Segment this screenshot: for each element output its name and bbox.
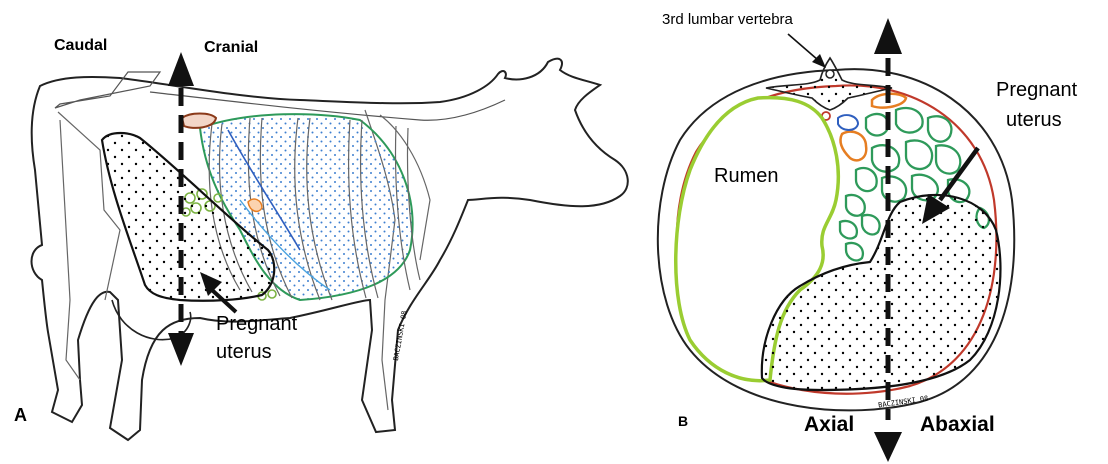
vertebra-pointer [788,34,818,60]
cross-section-panel [658,18,1014,462]
blue-structure [838,115,858,130]
ventral-arrowhead [874,432,902,462]
caudal-label: Caudal [54,38,107,54]
pregnant-label-b: Pregnant [996,80,1077,100]
vertebra-label: 3rd lumbar vertebra [662,12,793,27]
pregnant-label-a: Pregnant [216,314,297,334]
dorsal-arrowhead [874,18,902,54]
caudal-arrowhead [168,333,194,366]
cow-panel [32,52,628,440]
panel-a-letter: A [14,406,27,424]
kidney-orange-lower [840,132,866,161]
cranial-label: Cranial [204,40,258,56]
uterus-label-a: uterus [216,342,272,362]
uterus-label-b: uterus [1006,110,1062,130]
abaxial-label: Abaxial [920,414,995,435]
panel-b-letter: B [678,414,688,428]
rumen-label: Rumen [714,166,778,186]
axial-label: Axial [804,414,854,435]
vertebral-canal [826,70,834,78]
cranial-arrowhead [168,52,194,86]
